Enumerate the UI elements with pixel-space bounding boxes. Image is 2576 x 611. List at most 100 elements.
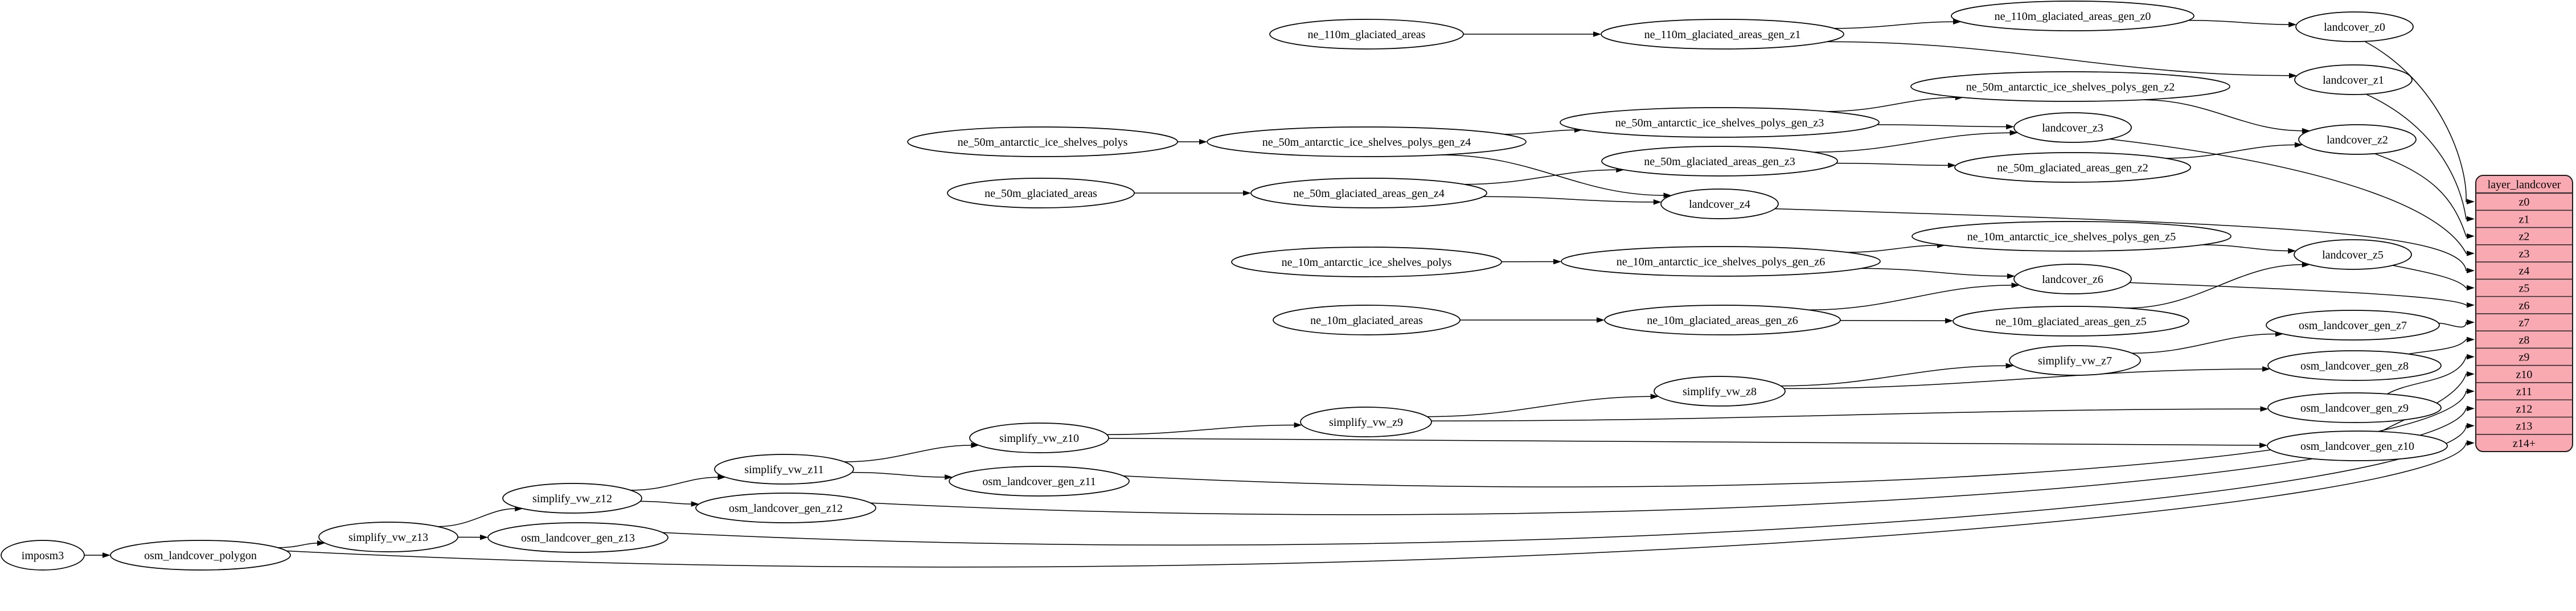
table-row-label-z2: z2 bbox=[2519, 231, 2530, 243]
node-ellipse-simplify_vw_z8 bbox=[1654, 376, 1786, 407]
edge-ne_50m_glaciated_areas_gen_z4-to-landcover_z4 bbox=[1483, 196, 1654, 203]
node-ellipse-ne_50m_glaciated_areas_gen_z2 bbox=[1954, 152, 2191, 183]
node-imposm3: imposm3 bbox=[1, 540, 85, 571]
node-ne_10m_glaciated_areas: ne_10m_glaciated_areas bbox=[1273, 305, 1461, 335]
edge-simplify_vw_z7-to-osm_landcover_gen_z7 bbox=[2132, 333, 2276, 354]
edge-ne_110m_glaciated_areas_gen_z1-to-ne_110m_glaciated_areas_gen_z0 bbox=[1833, 21, 1954, 29]
edge-landcover_z6-to-layer-z6 bbox=[2129, 282, 2467, 306]
arrowhead-edge-ne_10m_antarctic_ice_shelves_polys_gen_z6-to-landcover_z6 bbox=[2007, 273, 2015, 279]
arrowhead-edge-simplify_vw_z9-to-simplify_vw_z8 bbox=[1650, 393, 1659, 400]
table-row-z4: z4 bbox=[2519, 265, 2530, 277]
edges-layer bbox=[84, 20, 2467, 568]
nodes-layer: imposm3 osm_landcover_polygon simplify_vw_… bbox=[1, 1, 2448, 571]
node-ellipse-ne_50m_antarctic_ice_shelves_polys_gen_z4 bbox=[1207, 126, 1527, 157]
node-ellipse-ne_10m_glaciated_areas bbox=[1273, 305, 1461, 335]
node-landcover_z5: landcover_z5 bbox=[2294, 239, 2412, 270]
node-simplify_vw_z10: simplify_vw_z10 bbox=[969, 423, 1109, 453]
node-label-ne_110m_glaciated_areas_gen_z0: ne_110m_glaciated_areas_gen_z0 bbox=[1995, 10, 2151, 23]
node-osm_landcover_gen_z7: osm_landcover_gen_z7 bbox=[2266, 310, 2440, 341]
edge-landcover_z5-to-layer-z5 bbox=[2393, 265, 2467, 289]
edge-ne_110m_glaciated_areas_gen_z0-to-landcover_z0 bbox=[2188, 20, 2289, 25]
node-label-simplify_vw_z9: simplify_vw_z9 bbox=[1329, 416, 1403, 429]
arrowhead-edge-osm_landcover_gen_z12-to-layer-z12 bbox=[2467, 405, 2475, 412]
table-row-z1: z1 bbox=[2519, 213, 2530, 225]
arrowhead-edge-imposm3-to-osm_landcover_polygon bbox=[102, 552, 110, 558]
node-ellipse-ne_110m_glaciated_areas_gen_z0 bbox=[1951, 1, 2194, 31]
node-ne_10m_antarctic_ice_shelves_polys_gen_z6: ne_10m_antarctic_ice_shelves_polys_gen_z… bbox=[1561, 246, 1881, 277]
arrowhead-edge-osm_landcover_gen_z11-to-layer-z11 bbox=[2467, 388, 2475, 394]
arrowhead-edge-simplify_vw_z12-to-osm_landcover_gen_z12 bbox=[691, 501, 699, 507]
node-label-landcover_z5: landcover_z5 bbox=[2322, 249, 2384, 261]
node-ne_110m_glaciated_areas: ne_110m_glaciated_areas bbox=[1269, 19, 1464, 50]
table-row-label-z3: z3 bbox=[2519, 248, 2530, 260]
node-label-landcover_z0: landcover_z0 bbox=[2324, 21, 2385, 34]
arrowheads-layer bbox=[102, 19, 2475, 558]
node-ne_10m_antarctic_ice_shelves_polys_gen_z5: ne_10m_antarctic_ice_shelves_polys_gen_z… bbox=[1912, 221, 2232, 252]
node-landcover_z0: landcover_z0 bbox=[2295, 11, 2414, 42]
node-ellipse-ne_50m_glaciated_areas_gen_z4 bbox=[1250, 178, 1487, 208]
node-label-landcover_z2: landcover_z2 bbox=[2327, 134, 2388, 146]
node-label-imposm3: imposm3 bbox=[22, 550, 64, 562]
table-row-label-z12: z12 bbox=[2516, 403, 2533, 415]
node-label-ne_10m_antarctic_ice_shelves_polys_gen_z6: ne_10m_antarctic_ice_shelves_polys_gen_z… bbox=[1617, 256, 1826, 268]
node-label-ne_50m_glaciated_areas: ne_50m_glaciated_areas bbox=[985, 187, 1097, 200]
node-ne_50m_antarctic_ice_shelves_polys: ne_50m_antarctic_ice_shelves_polys bbox=[907, 126, 1178, 157]
arrowhead-edge-osm_landcover_gen_z7-to-layer-z7 bbox=[2467, 319, 2475, 325]
edge-osm_landcover_gen_z8-to-layer-z8 bbox=[2408, 339, 2467, 355]
node-ellipse-osm_landcover_gen_z10 bbox=[2267, 430, 2448, 461]
table-row-label-z7: z7 bbox=[2519, 317, 2530, 329]
node-landcover_z2: landcover_z2 bbox=[2298, 124, 2417, 155]
edge-ne_10m_antarctic_ice_shelves_polys_gen_z6-to-landcover_z6 bbox=[1861, 268, 2008, 277]
arrowhead-edge-ne_50m_glaciated_areas_gen_z3-to-ne_50m_glaciated_areas_gen_z2 bbox=[1948, 162, 1956, 169]
node-ellipse-osm_landcover_gen_z8 bbox=[2267, 350, 2442, 381]
node-label-ne_50m_antarctic_ice_shelves_polys_gen_z2: ne_50m_antarctic_ice_shelves_polys_gen_z… bbox=[1966, 81, 2175, 93]
node-label-osm_landcover_gen_z11: osm_landcover_gen_z11 bbox=[982, 475, 1096, 488]
edge-simplify_vw_z8-to-osm_landcover_gen_z8 bbox=[1784, 368, 2263, 389]
edge-osm_landcover_gen_z9-to-layer-z9 bbox=[2386, 356, 2467, 395]
arrowhead-edge-simplify_vw_z13-to-osm_landcover_gen_z13 bbox=[480, 534, 489, 540]
node-ellipse-ne_10m_antarctic_ice_shelves_polys bbox=[1231, 247, 1502, 277]
edge-landcover_z4-to-layer-z4 bbox=[1775, 208, 2467, 271]
arrowhead-edge-landcover_z1-to-layer-z1 bbox=[2467, 216, 2475, 222]
edge-simplify_vw_z13-to-simplify_vw_z12 bbox=[437, 508, 515, 527]
node-ne_50m_antarctic_ice_shelves_polys_gen_z3: ne_50m_antarctic_ice_shelves_polys_gen_z… bbox=[1560, 107, 1880, 138]
node-label-ne_10m_glaciated_areas_gen_z6: ne_10m_glaciated_areas_gen_z6 bbox=[1647, 314, 1798, 327]
node-ellipse-osm_landcover_polygon bbox=[110, 540, 291, 571]
arrowhead-edge-simplify_vw_z10-to-simplify_vw_z9 bbox=[1294, 422, 1302, 428]
table-row-label-z8: z8 bbox=[2519, 334, 2530, 346]
edge-simplify_vw_z8-to-simplify_vw_z7 bbox=[1781, 365, 2006, 387]
node-ellipse-simplify_vw_z7 bbox=[2009, 345, 2141, 376]
node-ellipse-simplify_vw_z12 bbox=[502, 483, 642, 514]
node-simplify_vw_z8: simplify_vw_z8 bbox=[1654, 376, 1786, 407]
arrowhead-edge-simplify_vw_z8-to-osm_landcover_gen_z8 bbox=[2262, 366, 2271, 372]
table-header: layer_landcover bbox=[2488, 179, 2561, 191]
node-osm_landcover_gen_z10: osm_landcover_gen_z10 bbox=[2267, 430, 2448, 461]
edge-ne_50m_glaciated_areas_gen_z2-to-landcover_z2 bbox=[2165, 144, 2295, 159]
node-ellipse-landcover_z1 bbox=[2294, 64, 2413, 95]
node-label-osm_landcover_gen_z8: osm_landcover_gen_z8 bbox=[2300, 360, 2409, 372]
node-label-simplify_vw_z8: simplify_vw_z8 bbox=[1683, 386, 1757, 398]
node-ellipse-landcover_z0 bbox=[2295, 11, 2414, 42]
arrowhead-edge-osm_landcover_polygon-to-layer-z14+ bbox=[2467, 440, 2475, 446]
node-label-simplify_vw_z12: simplify_vw_z12 bbox=[532, 493, 612, 505]
table-row-z5: z5 bbox=[2519, 282, 2530, 294]
table-row-label-z4: z4 bbox=[2519, 265, 2530, 277]
node-ne_50m_glaciated_areas: ne_50m_glaciated_areas bbox=[947, 178, 1135, 208]
table-row-z10: z10 bbox=[2516, 368, 2533, 381]
edge-simplify_vw_z11-to-osm_landcover_gen_z11 bbox=[852, 471, 945, 478]
arrowhead-edge-simplify_vw_z11-to-simplify_vw_z10 bbox=[971, 442, 979, 448]
node-ellipse-ne_110m_glaciated_areas_gen_z1 bbox=[1601, 19, 1844, 50]
node-ne_10m_glaciated_areas_gen_z6: ne_10m_glaciated_areas_gen_z6 bbox=[1604, 305, 1841, 335]
node-label-osm_landcover_polygon: osm_landcover_polygon bbox=[144, 550, 257, 562]
node-simplify_vw_z7: simplify_vw_z7 bbox=[2009, 345, 2141, 376]
table-row-label-z0: z0 bbox=[2519, 196, 2530, 208]
table-row-z9: z9 bbox=[2519, 351, 2530, 364]
arrowhead-edge-ne_50m_antarctic_ice_shelves_polys_gen_z3-to-landcover_z3 bbox=[2006, 124, 2015, 130]
arrowhead-edge-landcover_z4-to-layer-z4 bbox=[2467, 268, 2475, 274]
arrowhead-edge-landcover_z3-to-layer-z3 bbox=[2467, 251, 2475, 256]
node-label-landcover_z3: landcover_z3 bbox=[2042, 122, 2103, 134]
node-label-ne_50m_glaciated_areas_gen_z4: ne_50m_glaciated_areas_gen_z4 bbox=[1293, 187, 1444, 200]
arrowhead-edge-simplify_vw_z11-to-osm_landcover_gen_z11 bbox=[945, 474, 953, 480]
